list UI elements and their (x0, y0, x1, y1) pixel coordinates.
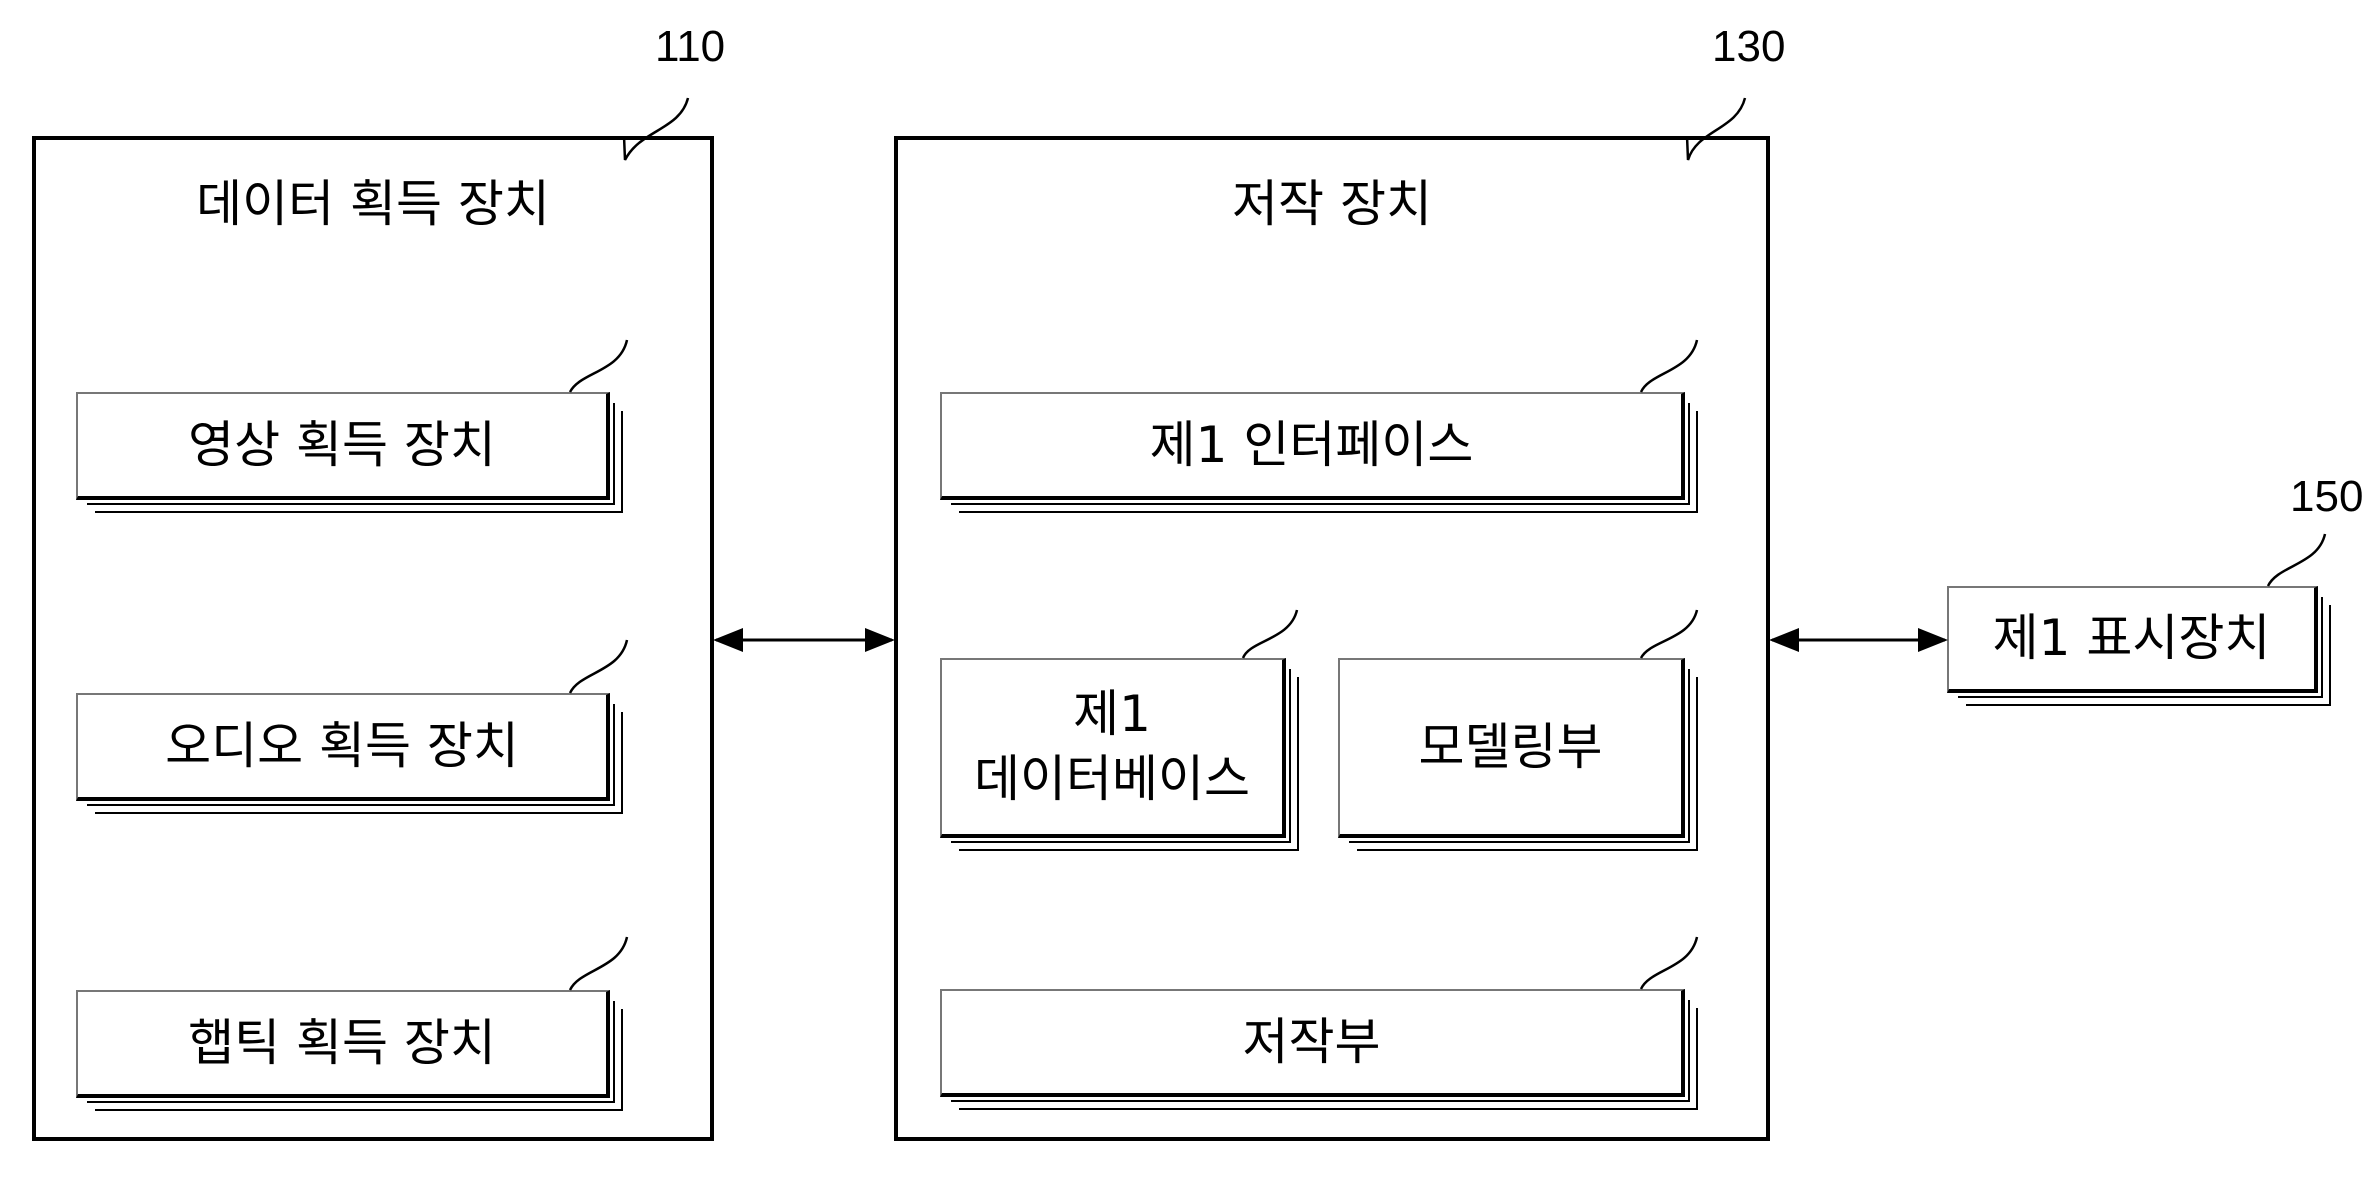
first-display-device: 제1 표시장치 (1947, 586, 2318, 693)
haptic-acquisition-device: 햅틱 획득 장치 (76, 990, 610, 1098)
ref-130: 130 (1712, 22, 1786, 71)
modeling-unit: 모델링부 (1338, 658, 1685, 838)
first-database: 제1 데이터베이스 (940, 658, 1286, 838)
authoring-unit: 저작부 (940, 989, 1685, 1097)
image-acquisition-device: 영상 획득 장치 (76, 392, 610, 500)
first-interface: 제1 인터페이스 (940, 392, 1685, 500)
authoring-device-title: 저작 장치 (1232, 175, 1432, 233)
audio-acquisition-device: 오디오 획득 장치 (76, 693, 610, 801)
leader-150 (2266, 533, 2327, 587)
authoring-device-frame: 저작 장치 (894, 136, 1770, 1141)
ref-150: 150 (2290, 472, 2364, 521)
data-acquisition-device-title: 데이터 획득 장치 (196, 175, 550, 233)
ref-110: 110 (655, 22, 726, 71)
